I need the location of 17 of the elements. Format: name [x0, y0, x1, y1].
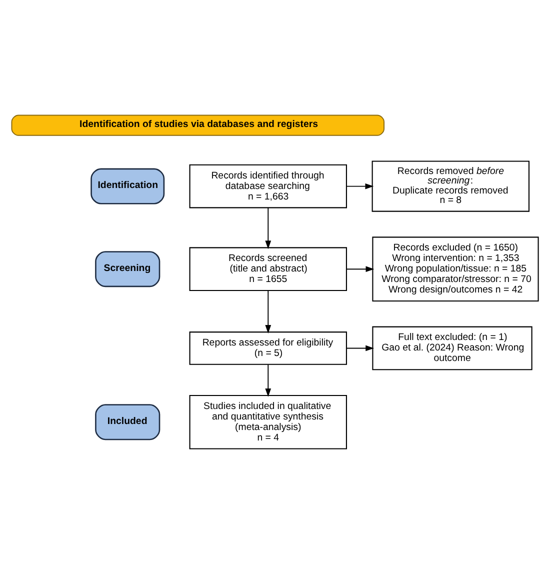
node-box: Full text excluded: (n = 1) Gao et al. (2024) Reason: Wrong outcome — [372, 326, 532, 370]
node-box: Studies included in qualitative and quantitative synthesis (meta-analysis) n = 4 — [189, 394, 347, 450]
node-box: Reports assessed for eligibility (n = 5) — [189, 332, 347, 365]
node-box: Identification — [90, 168, 165, 204]
node-box: Records removed before screening: Duplicate records removed n = 8 — [372, 160, 530, 212]
node-box: Records excluded (n = 1650) Wrong intervention: n = 1,353 Wrong population/tissue: n = 185 Wrong comparator/stressor: n = 70 Wrong design/outcomes n = 42 — [372, 236, 539, 302]
arrow — [346, 266, 374, 272]
node-box: Included — [95, 404, 160, 440]
node-box: Records screened (title and abstract) n = 1655 — [189, 247, 347, 291]
node-box: Records identified through database searching n = 1,663 — [189, 164, 347, 208]
node-box: Identification of studies via databases and registers — [11, 114, 384, 136]
arrow — [265, 207, 272, 250]
arrow — [265, 290, 272, 334]
arrow — [265, 364, 272, 397]
arrow — [346, 183, 374, 190]
node-box: Screening — [95, 251, 160, 288]
arrow — [346, 345, 374, 352]
